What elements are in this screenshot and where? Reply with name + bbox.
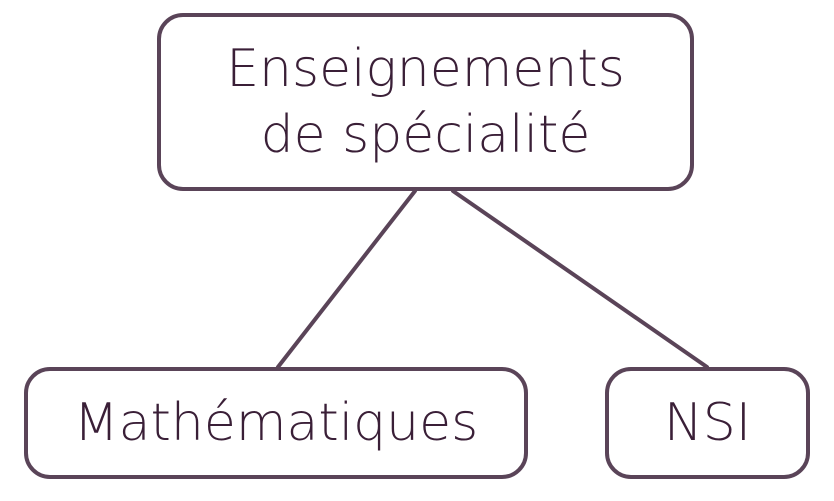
edge-root-to-mathematiques <box>276 189 417 369</box>
child-node-label: Mathématiques <box>73 393 479 453</box>
child-node-nsi: NSI <box>605 367 810 479</box>
root-node-line-1: Enseignements <box>226 39 625 99</box>
root-node-line-2: de spécialité <box>260 105 591 165</box>
child-node-mathematiques: Mathématiques <box>24 367 528 479</box>
root-node-label: Enseignements de spécialité <box>226 36 625 168</box>
edge-root-to-nsi <box>451 189 709 369</box>
child-node-label: NSI <box>663 393 752 453</box>
root-node-enseignements-de-specialite: Enseignements de spécialité <box>157 13 694 191</box>
